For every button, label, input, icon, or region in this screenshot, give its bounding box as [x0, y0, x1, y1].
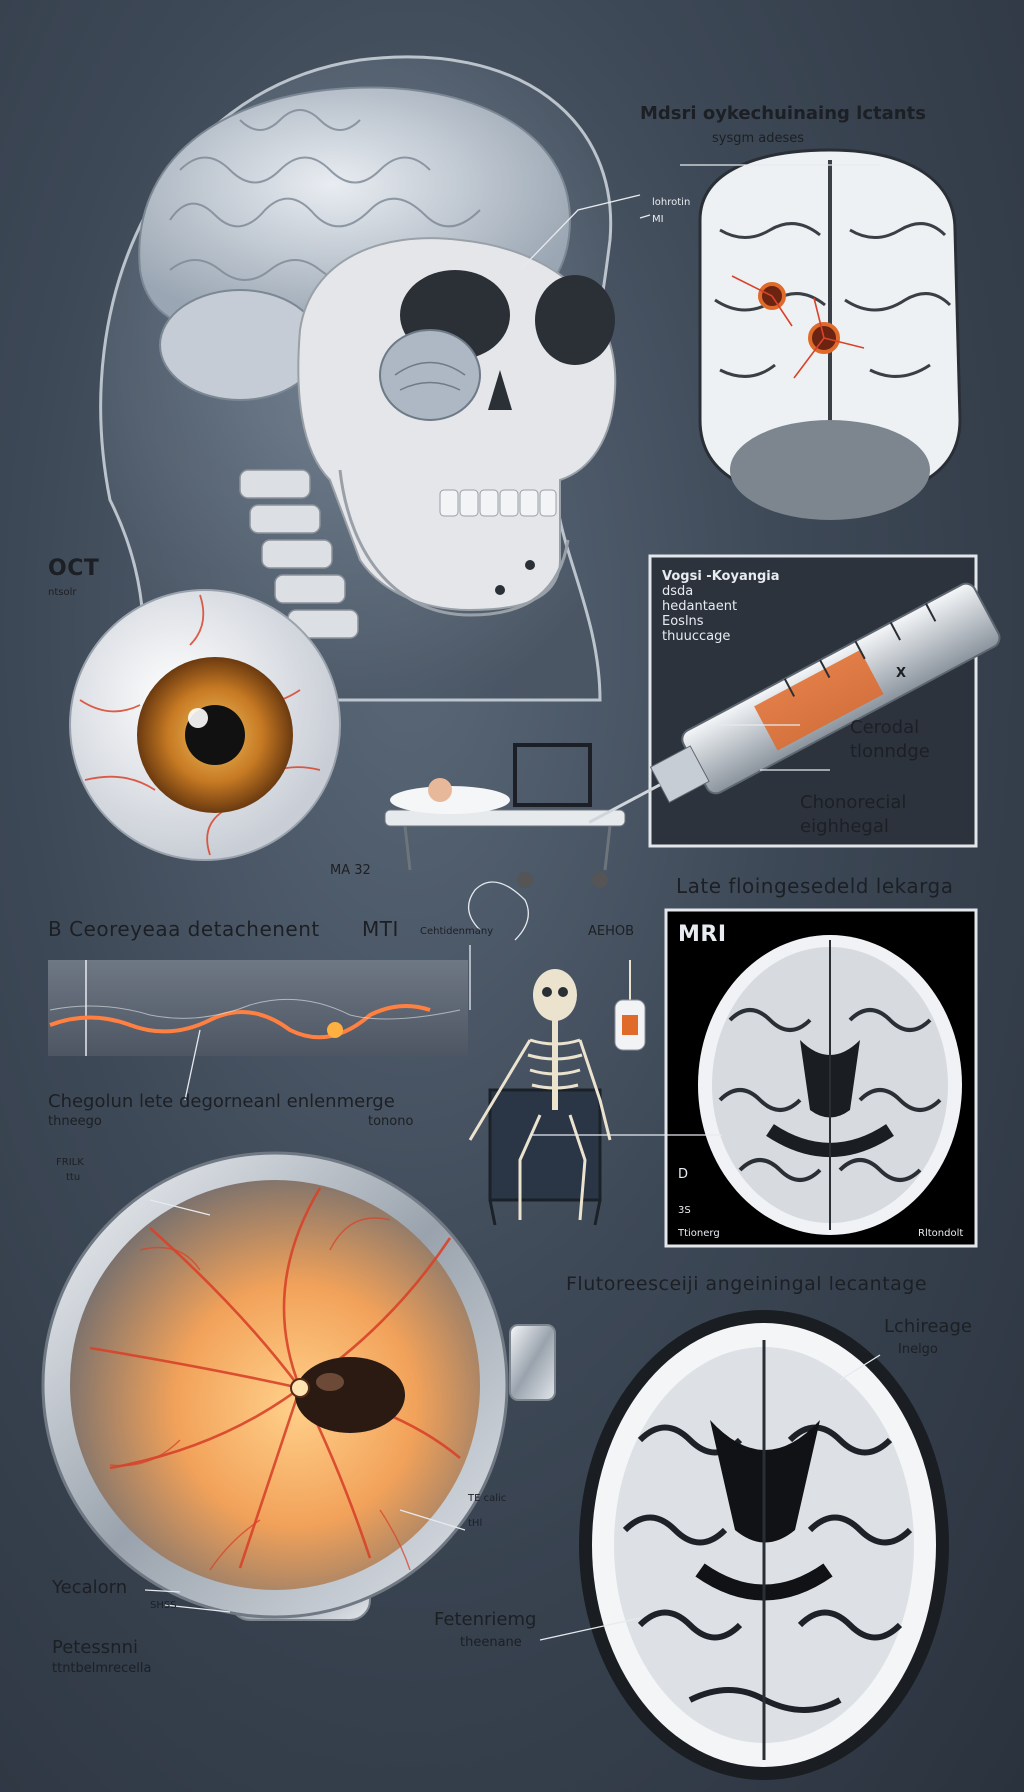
leader-lines [144, 164, 881, 1641]
fundus-label-2: SHSS [150, 1600, 177, 1611]
syringe-title-line-4: Eoslns [662, 613, 704, 629]
fluo-label-2: Inelgo [898, 1342, 938, 1357]
fundus-tag-2: ttu [66, 1172, 81, 1183]
mri-label: MRI [678, 922, 727, 947]
fluo-label-4: theenane [460, 1635, 522, 1650]
syringe-label-4: eighhegal [800, 816, 889, 837]
fundus-tag: FRILK [56, 1157, 84, 1168]
bscan-strip [48, 960, 468, 1056]
mri-bottom-right [579, 1310, 949, 1780]
fundus-label-6: tHl [468, 1518, 483, 1529]
fundus-label-1: Yecalorn [52, 1577, 128, 1598]
bscan-mri-sub: Cehtidenmany [420, 926, 494, 937]
syringe-label-2: tlonndge [850, 741, 930, 762]
mri-panel-middle [664, 908, 978, 1248]
syringe-title-line-5: thuuccage [662, 628, 731, 644]
mri-foot-l: Ttionerg [678, 1228, 720, 1239]
syringe-scale-glyph: X [896, 666, 907, 681]
head-illustration [99, 55, 617, 702]
mri-foot-r: Rltondolt [918, 1228, 964, 1239]
bscan-caption-1: Chegolun lete degorneanl enlenmerge [48, 1091, 395, 1112]
syringe-panel [588, 554, 1001, 848]
fundus-label-5: TE calic [468, 1493, 507, 1504]
late-heading: Late floingesedeld lekarga [676, 874, 954, 898]
bscan-corner: AEHOB [588, 924, 635, 939]
title-line-2: sysgm adeses [712, 131, 805, 146]
bscan-mri-tag: MTI [362, 917, 399, 941]
stretcher-illustration [384, 743, 626, 888]
syringe-title-line-3: hedantaent [662, 598, 738, 614]
fundus-magnifier [41, 1151, 556, 1621]
eyeball-illustration [69, 589, 341, 861]
oct-badge: MA 32 [330, 863, 371, 878]
bscan-caption-3: tonono [368, 1114, 414, 1129]
fluo-label-1: Lchireage [884, 1316, 972, 1337]
skeleton-illustration [468, 960, 646, 1226]
axial-brain-lesions [698, 148, 962, 520]
skull-label-b: MI [652, 214, 664, 225]
title-line-1: Mdsri oykechuinaing lctants [640, 103, 926, 124]
mri-side-l2: 3S [678, 1205, 691, 1216]
fluo-label-3: Fetenriemg [434, 1609, 537, 1630]
syringe-label-3: Chonorecial [800, 792, 907, 813]
syringe-title-block: Vogsi -Koyangia dsda hedantaent Eoslns t… [662, 569, 780, 645]
bscan-heading: B Ceoreyeaa detachenent [48, 917, 320, 941]
oct-label: OCT [48, 556, 100, 581]
bscan-caption-2: thneego [48, 1114, 102, 1129]
syringe-title-line-1: Vogsi -Koyangia [662, 569, 780, 584]
mri-side-l: D [678, 1167, 689, 1182]
syringe-label-1: Cerodal [850, 717, 920, 738]
fundus-label-3: Petessnni [52, 1637, 138, 1658]
fluo-heading: Flutoreesceiji angeiningal lecantage [566, 1273, 928, 1295]
fundus-label-4: ttntbelmrecella [52, 1661, 152, 1676]
oct-sublabel: ntsolr [48, 587, 77, 598]
syringe-title-line-2: dsda [662, 583, 694, 599]
skull-label-a: lohrotin [652, 197, 691, 208]
